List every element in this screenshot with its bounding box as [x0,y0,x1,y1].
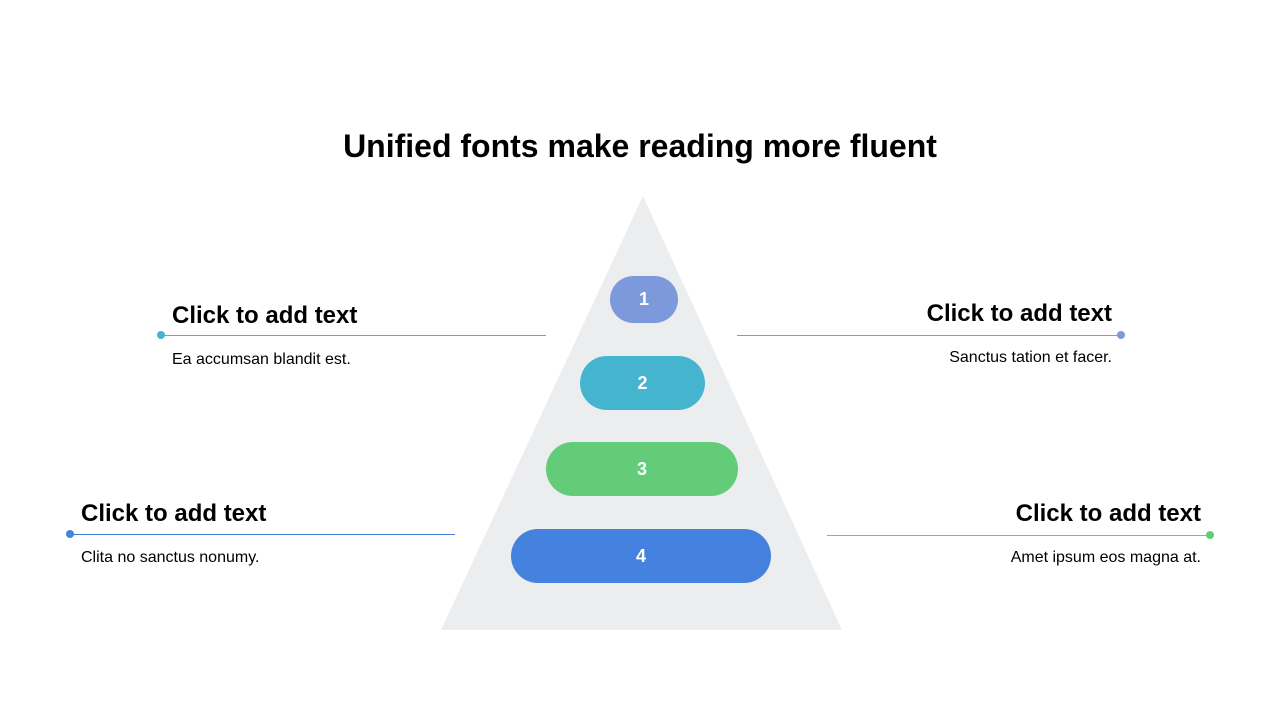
pyramid-level-1[interactable]: 1 [610,276,678,323]
callout-bottom-left-heading[interactable]: Click to add text [81,500,267,527]
pyramid-level-2[interactable]: 2 [580,356,705,410]
level-number: 2 [637,372,648,393]
callout-bottom-right-heading[interactable]: Click to add text [1015,500,1201,527]
callout-bottom-left-line [70,534,455,535]
callout-top-right-text[interactable]: Sanctus tation et facer. [949,349,1112,366]
callout-top-right-line [737,335,1121,336]
callout-bottom-right-text[interactable]: Amet ipsum eos magna at. [1010,549,1201,566]
level-number: 1 [638,289,649,309]
callout-top-left-heading[interactable]: Click to add text [172,302,358,329]
level-number: 3 [636,458,647,479]
callout-top-right-heading[interactable]: Click to add text [926,300,1112,327]
pyramid-level-4[interactable]: 4 [511,529,771,583]
slide-title: Unified fonts make reading more fluent [343,128,937,164]
callout-top-left-text[interactable]: Ea accumsan blandit est. [172,351,351,368]
level-number: 4 [635,545,646,566]
callout-bottom-left-text[interactable]: Clita no sanctus nonumy. [81,549,260,566]
pyramid-triangle [441,196,842,630]
pyramid-level-3[interactable]: 3 [546,442,738,496]
callout-bottom-right-line [827,535,1210,536]
callout-top-right-dot [1117,331,1125,339]
callout-bottom-right-dot [1206,531,1214,539]
callout-top-left-line [161,335,546,336]
